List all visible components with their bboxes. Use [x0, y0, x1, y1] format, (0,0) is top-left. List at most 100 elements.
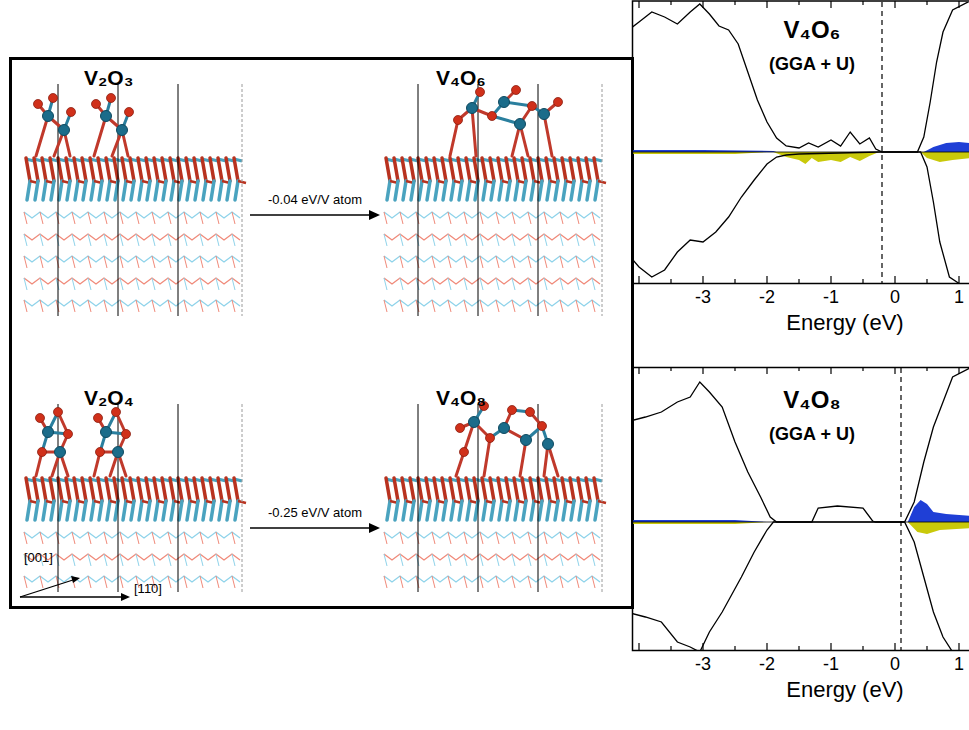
surface-bond [51, 181, 54, 200]
lattice-bond [168, 234, 171, 246]
lattice-bond [216, 234, 219, 246]
lattice-bond [464, 554, 467, 566]
lattice-bond [560, 300, 563, 312]
vanadium-atom [539, 109, 550, 120]
surface-bond [539, 501, 542, 520]
surface-bond [483, 501, 486, 520]
lattice-bond [120, 532, 123, 544]
surface-bond [579, 181, 582, 200]
surface-bond [554, 478, 558, 501]
lattice-bond [136, 212, 139, 224]
surface-bond [411, 181, 414, 200]
surface-bond [43, 181, 46, 200]
lattice-bond [480, 576, 483, 588]
vanadium-atom [43, 427, 54, 438]
lattice-bond [464, 576, 467, 588]
lattice-bond [232, 576, 235, 588]
cell-boundary [602, 84, 603, 316]
lattice-bond [448, 212, 451, 224]
bond [484, 438, 490, 476]
vanadium-atom [43, 111, 54, 122]
cell-boundary [242, 404, 243, 592]
surface-bond [442, 158, 446, 181]
lattice-bond [448, 256, 451, 268]
surface-bond [570, 158, 574, 181]
surface-bond [507, 181, 510, 200]
surface-bond [482, 158, 486, 181]
lattice-bond [24, 278, 27, 290]
lattice-bond [200, 532, 203, 544]
cell-boundary [58, 84, 59, 316]
surface-bond [59, 181, 62, 200]
fermi-level [881, 2, 882, 283]
surface-bond [450, 158, 454, 181]
lattice-bond [544, 212, 547, 224]
lattice-bond [232, 532, 235, 544]
lattice-bond [528, 256, 531, 268]
lattice-bond [184, 532, 187, 544]
bond [544, 114, 552, 156]
lattice-bond [40, 256, 43, 268]
lattice-bond [88, 554, 91, 566]
surface-bond [50, 158, 54, 181]
lattice-bond [496, 532, 499, 544]
surface-bond [458, 478, 462, 501]
cell-boundary [478, 404, 479, 592]
bond [94, 116, 106, 156]
plot-title: V₄O₈ [780, 386, 843, 414]
surface-bond [386, 478, 390, 501]
lattice-bond [528, 234, 531, 246]
surface-bond [531, 181, 534, 200]
lattice-bond [40, 278, 43, 290]
surface-bond [219, 501, 222, 520]
surface-bond [91, 181, 94, 200]
surface-bond [595, 181, 598, 200]
surface-bond [170, 158, 174, 181]
axis-tick [798, 279, 799, 283]
total-dos-curve [633, 2, 969, 152]
lattice-bond [432, 532, 435, 544]
lattice-bond [88, 212, 91, 224]
axis-direction: [001] [24, 551, 53, 566]
lattice-bond [480, 278, 483, 290]
surface-bond [458, 158, 462, 181]
surface-bond [162, 478, 166, 501]
lattice-bond [496, 576, 499, 588]
surface-bond [186, 158, 190, 181]
total-dos-curve [633, 152, 969, 283]
surface-bond [498, 478, 502, 501]
lattice-bond [576, 234, 579, 246]
crystal-slab [384, 84, 606, 316]
axis-arrow [20, 579, 76, 597]
lattice-bond [544, 234, 547, 246]
surface-bond [426, 478, 430, 501]
lattice-bond [200, 300, 203, 312]
surface-bond [130, 478, 134, 501]
surface-bond [594, 478, 598, 501]
crystal-slab [24, 404, 246, 592]
axis-tick [958, 276, 959, 283]
axis-tick [862, 646, 863, 650]
surface-bond [26, 158, 30, 181]
oxygen-atom [38, 448, 47, 457]
cell-boundary [418, 84, 419, 316]
oxygen-atom [456, 424, 465, 433]
lattice-bond [384, 300, 387, 312]
lattice-bond [480, 300, 483, 312]
lattice-bond [400, 576, 403, 588]
lattice-bond [432, 300, 435, 312]
surface-bond [59, 501, 62, 520]
surface-bond [218, 158, 222, 181]
oxygen-atom [122, 430, 131, 439]
lattice-bond [200, 554, 203, 566]
lattice-bond [496, 554, 499, 566]
vanadium-atom [499, 97, 510, 108]
surface-bond [587, 501, 590, 520]
axis-arrowhead [121, 593, 130, 601]
spin-up-fill [908, 500, 969, 522]
vanadium-atom [521, 435, 532, 446]
lattice-bond [576, 576, 579, 588]
surface-bond [571, 181, 574, 200]
surface-bond [234, 158, 238, 181]
lattice-bond [24, 576, 27, 588]
